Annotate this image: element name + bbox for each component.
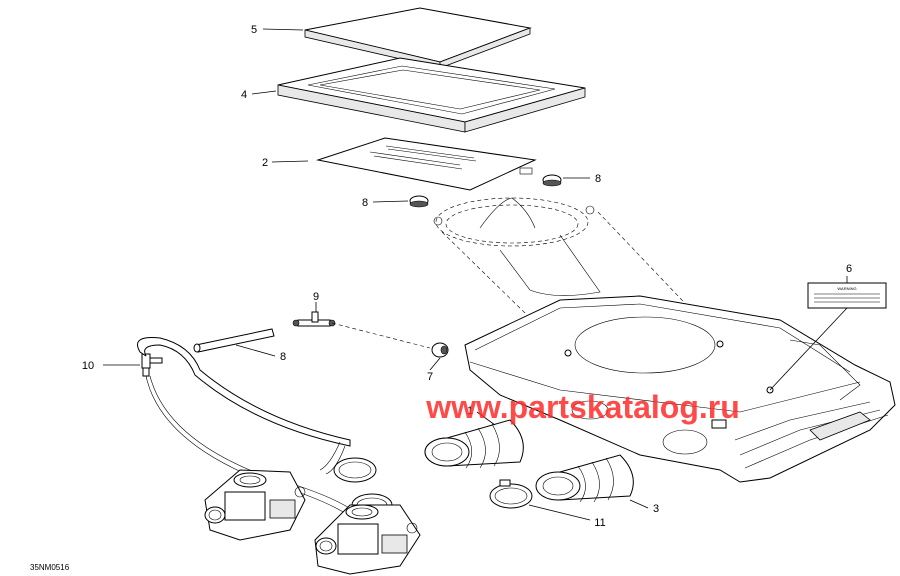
callout-5: 5 [251,24,257,36]
callout-9: 9 [313,291,319,303]
callout-1: 1 [467,405,473,417]
callout-6: 6 [846,263,852,275]
part-5-cover [304,7,532,69]
callout-2: 2 [262,157,268,169]
part-8-hose [193,328,275,353]
callout-3: 3 [653,503,659,515]
part-6-decal: WARNING [807,282,887,309]
airbox-body [464,295,896,483]
drawing-code: 35NM0516 [30,563,70,572]
part-8-plug-left [409,195,429,208]
part-4-filter-frame [277,57,586,133]
dashed-hose-route [331,322,431,349]
watermark-text: www.partskatalog.ru [425,389,740,425]
part-7-grommet [431,342,449,358]
part-9-tee-fitting [292,311,336,327]
callout-11: 11 [594,517,605,529]
carburetor-assembly [204,469,421,575]
callout-10: 10 [82,360,94,372]
part-2-plate [316,137,537,191]
callout-7: 7 [427,371,433,383]
callout-8-left: 8 [362,197,368,209]
part-10-fitting [141,353,163,377]
part-11-clamp [489,479,533,509]
part-3-intake-boot [535,454,634,503]
callout-4: 4 [241,89,247,101]
decal-heading: WARNING [837,286,856,291]
callout-8-hose: 8 [280,351,286,363]
callout-labels: 5 4 2 8 8 6 9 8 10 7 1 3 11 [82,24,852,529]
callout-8-right: 8 [595,173,601,185]
part-8-plug-right [542,174,562,187]
leader-lines [103,28,848,521]
part-1-intake-boot [424,419,524,469]
